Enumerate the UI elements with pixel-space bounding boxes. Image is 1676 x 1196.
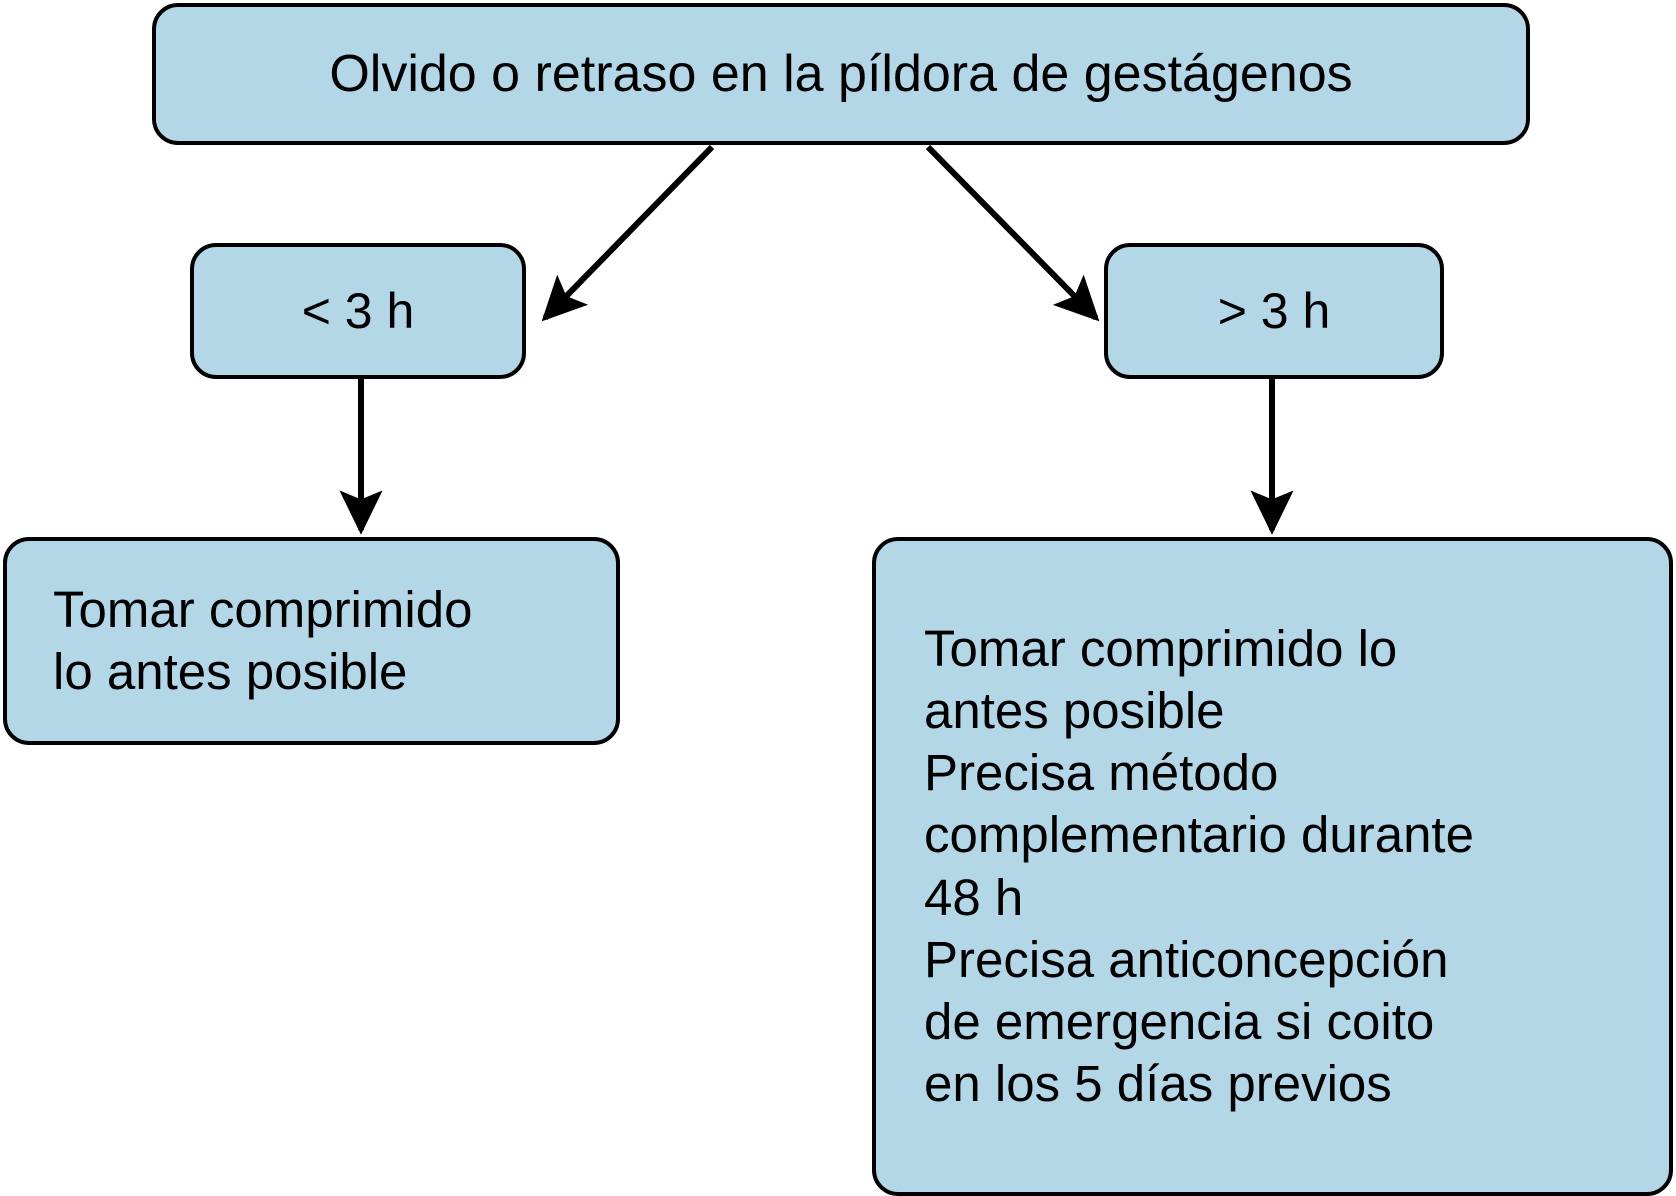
node-greater-than-3h-label: > 3 h bbox=[1217, 282, 1331, 339]
node-root-label: Olvido o retraso en la píldora de gestág… bbox=[329, 44, 1353, 103]
node-action-take-pill-asap[interactable]: Tomar comprimido lo antes posible bbox=[3, 537, 620, 745]
node-greater-than-3h[interactable]: > 3 h bbox=[1104, 243, 1444, 379]
node-less-than-3h-label: < 3 h bbox=[301, 282, 415, 339]
node-action-take-pill-asap-extended[interactable]: Tomar comprimido lo antes posible Precis… bbox=[872, 537, 1673, 1196]
node-less-than-3h[interactable]: < 3 h bbox=[190, 243, 526, 379]
node-root-olvido-retraso[interactable]: Olvido o retraso en la píldora de gestág… bbox=[152, 3, 1530, 145]
node-action-take-pill-asap-label: Tomar comprimido lo antes posible bbox=[53, 580, 473, 700]
edge-root-to-gt3h bbox=[925, 144, 1100, 322]
edge-root-to-lt3h bbox=[541, 144, 715, 322]
node-action-take-pill-asap-extended-label: Tomar comprimido lo antes posible Precis… bbox=[924, 619, 1474, 1113]
